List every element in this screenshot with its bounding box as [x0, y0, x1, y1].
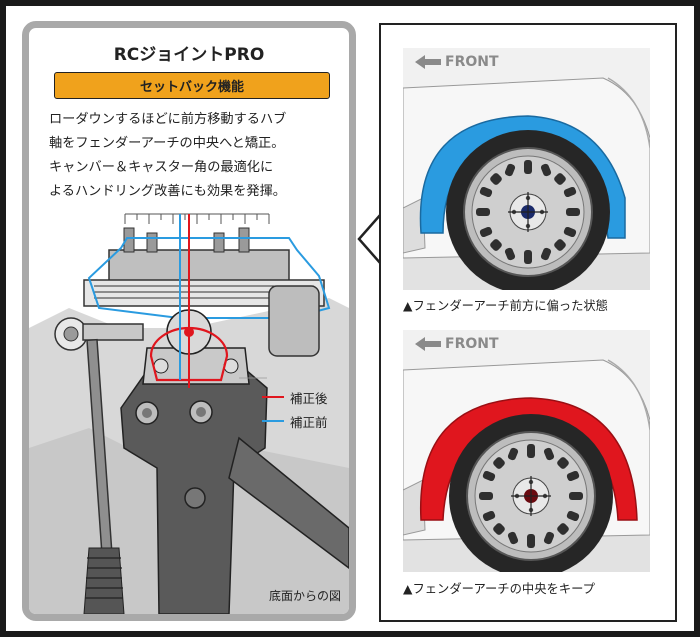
scene-caption: ▲フェンダーアーチ前方に偏った状態	[403, 299, 608, 313]
description-line: 軸をフェンダーアーチの中央へと矯正。	[49, 136, 285, 151]
front-direction-label: FRONT	[415, 336, 499, 352]
front-text: FRONT	[445, 54, 499, 70]
legend-swatch-blue	[262, 419, 284, 423]
arrow-left-icon	[415, 337, 441, 351]
wheel-illustration	[403, 48, 650, 290]
legend-label: 補正前	[290, 414, 328, 430]
feature-badge: セットバック機能	[54, 72, 330, 99]
description: ローダウンするほどに前方移動するハブ 軸をフェンダーアーチの中央へと矯正。 キャ…	[49, 108, 349, 204]
legend-item-after: 補正後	[262, 385, 328, 409]
wheel-illustration	[403, 330, 650, 572]
legend-label: 補正後	[290, 390, 328, 406]
front-direction-label: FRONT	[415, 54, 499, 70]
view-caption: 底面からの図	[268, 589, 341, 603]
scene-caption: ▲フェンダーアーチの中央をキープ	[403, 582, 595, 596]
wheel-scene-before: FRONT	[403, 48, 650, 290]
callout-pointer	[357, 214, 382, 264]
rc-joint-panel: RCジョイントPRO セットバック機能 ローダウンするほどに前方移動するハブ 軸…	[22, 21, 356, 621]
arrow-left-icon	[415, 55, 441, 69]
wheel-scene-after: FRONT	[403, 330, 650, 572]
legend: 補正後 補正前	[262, 385, 328, 433]
legend-item-before: 補正前	[262, 409, 328, 433]
front-text: FRONT	[445, 336, 499, 352]
description-line: よるハンドリング改善にも効果を発揮。	[49, 184, 286, 199]
description-line: ローダウンするほどに前方移動するハブ	[49, 112, 287, 127]
legend-swatch-red	[262, 395, 284, 399]
description-line: キャンバー＆キャスター角の最適化に	[49, 160, 274, 175]
wheel-comparison-panel: FRONT ▲フェンダーアーチ前方に偏った状態	[379, 23, 677, 622]
suspension-illustration	[29, 213, 349, 614]
panel-title: RCジョイントPRO	[113, 45, 265, 65]
